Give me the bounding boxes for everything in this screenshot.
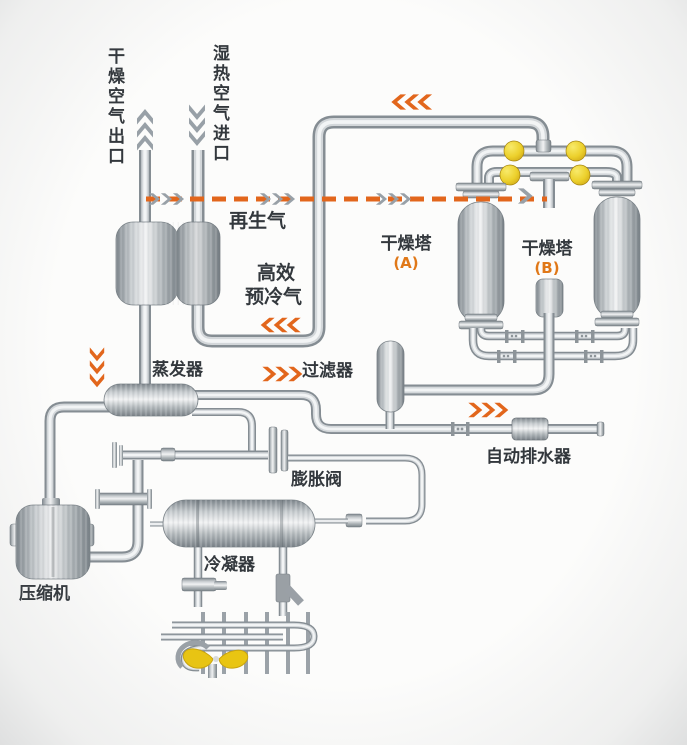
tower-a-vessel [457,201,505,324]
label-expansion-valve: 膨胀阀 [291,470,342,490]
precool-left-arrows [260,317,301,333]
flange-cap [112,442,117,468]
pipe-evap-right-refrigerant [192,409,255,452]
drain-right-arrows [468,402,509,418]
label-wet-air-inlet: 湿热空气进口 [209,44,229,164]
tower-a-name: 干燥塔 [380,234,432,254]
service-valve-stub [95,489,152,509]
ball-valve-icon [499,164,521,186]
tower-b-name: 干燥塔 [521,239,573,259]
label-precool-line1: 高效 [257,262,296,284]
filter-feed-right-arrows [262,366,303,382]
tower-return-left-arrows [391,94,433,110]
label-tower-a: 干燥塔 (A) [372,234,440,272]
evaporator-down-arrows [89,347,105,388]
tower-b-vessel [593,196,641,320]
condenser-vessel [162,499,316,548]
label-compressor: 压缩机 [19,584,70,604]
label-filter: 过滤器 [302,361,353,381]
condenser-fittings [181,573,304,606]
heat-exchanger-vessel [115,221,221,306]
expansion-valve [268,426,289,474]
pipe-wet-inlet-loop [196,120,545,343]
label-evaporator: 蒸发器 [152,360,203,380]
pipe-tower-to-filter [402,313,551,392]
label-condenser: 冷凝器 [204,555,255,575]
tower-a-tag: (A) [393,254,419,272]
silencer-vessel [535,278,564,318]
dry-air-up-arrows [137,109,153,151]
pipe-union-collar [345,513,363,528]
fan-blade [175,640,249,669]
pipe-union-sleeve [160,447,176,462]
pipe-upper-manifold [475,149,629,184]
flange-cap [119,445,123,466]
label-auto-drain: 自动排水器 [486,447,571,467]
pipe-connector-sleeve [535,139,552,153]
valve-group [499,140,591,186]
ball-valve-icon [569,164,591,186]
label-precool-line2: 预冷气 [245,286,303,308]
pipe-evap-right-refrigerant [192,410,254,452]
wet-air-down-arrows [189,104,205,146]
drain-pipe-end-cap [596,421,605,437]
filter-vessel [376,340,405,413]
ball-valve-icon [503,140,525,162]
label-regeneration-gas: 再生气 [229,210,287,232]
tower-flanges [455,180,643,330]
pipe-valve-to-condenser-loop [288,457,423,522]
pipe-union-ticks [497,330,604,363]
pipe-evap-right-refrigerant [192,408,256,452]
pipe-compressor-discharge-riser [86,460,140,559]
pipe-suction-left [48,405,112,508]
pipe-evaporator-outlet-drain [194,393,600,431]
compressor-vessel [9,498,95,580]
label-dry-air-outlet: 干燥空气出口 [104,47,124,167]
tower-b-tag: (B) [534,259,560,277]
label-tower-b: 干燥塔 (B) [514,239,580,277]
drain-union-ticks [451,422,470,436]
evaporator-vessel [103,383,199,417]
ball-valve-icon [565,140,587,162]
auto-drain-device [511,417,549,441]
